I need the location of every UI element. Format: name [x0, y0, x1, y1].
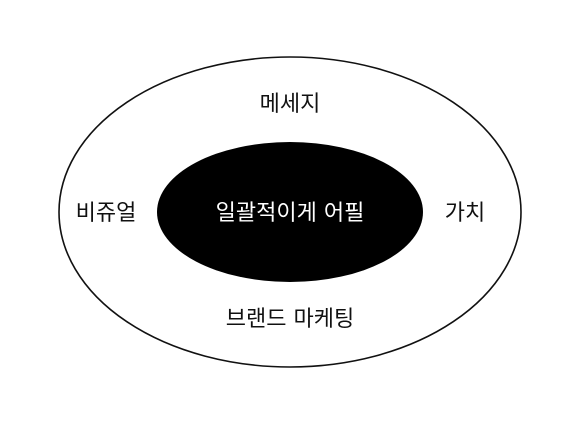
left-label: 비쥬얼	[76, 201, 137, 226]
right-label: 가치	[445, 201, 485, 226]
bottom-label: 브랜드 마케팅	[226, 307, 354, 332]
top-label: 메세지	[260, 92, 321, 117]
center-label: 일괄적이게 어필	[216, 201, 365, 226]
inner-ellipse	[157, 142, 423, 282]
